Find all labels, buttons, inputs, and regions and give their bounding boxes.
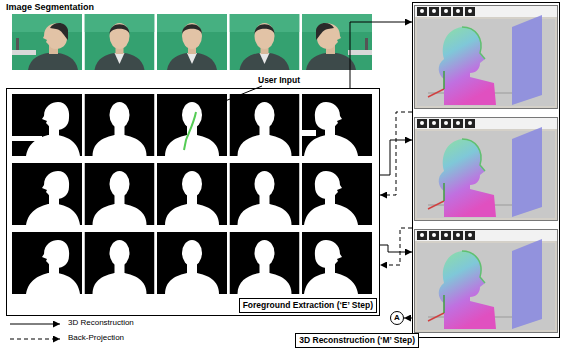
reconstruction-arrow [380, 245, 412, 252]
back-projection-arrow [404, 318, 412, 319]
reconstruction-arrow [350, 22, 412, 88]
back-projection-arrow [380, 228, 412, 265]
reconstruction-panel: 3D Reconstruction (‘M’ Step) [412, 2, 560, 338]
user-input-label: User Input [258, 75, 300, 85]
marker-letter: A [394, 314, 400, 322]
legend-text: 3D Reconstruction [68, 318, 134, 327]
legend-text: Back-Projection [68, 333, 124, 342]
section-heading: Image Segmentation [6, 2, 94, 12]
back-projection-arrow [380, 112, 412, 195]
step-marker: A [390, 311, 404, 325]
step-label: 3D Reconstruction (‘M’ Step) [295, 333, 419, 348]
step-label: Foreground Extraction (‘E’ Step) [239, 298, 377, 313]
legend-solid-arrow [10, 324, 60, 325]
foreground-extraction-panel: Foreground Extraction (‘E’ Step) [6, 88, 380, 316]
reconstruction-arrow [380, 140, 412, 175]
legend-dashed-arrow [10, 339, 60, 340]
